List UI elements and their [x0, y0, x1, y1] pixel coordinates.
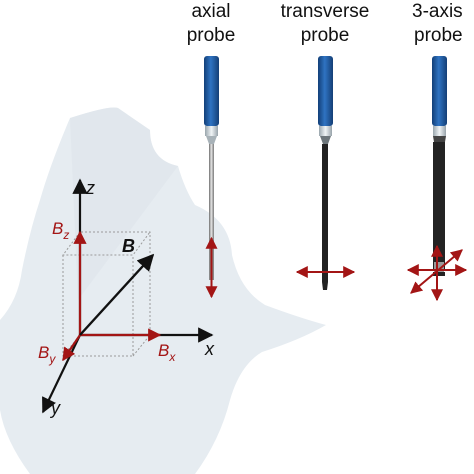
axial-probe-title-line2: probe — [187, 25, 236, 46]
transverse-probe-taper — [320, 136, 331, 144]
3-axis-probe-handle — [432, 56, 447, 126]
sheet-fold-shade — [70, 107, 178, 300]
transverse-probe-title: transverse — [281, 1, 370, 22]
transverse-probe-title-line2: probe — [301, 25, 350, 46]
y-axis-label: y — [49, 398, 61, 418]
axial-probe — [204, 56, 219, 299]
3-axis-probe-shaft — [433, 142, 445, 270]
transverse-probe — [295, 56, 356, 290]
3-axis-diagonal-arrow — [410, 249, 463, 294]
b-vector-label: B — [122, 236, 135, 256]
by-arrow — [62, 334, 81, 362]
by-label: By — [38, 343, 56, 366]
axial-probe-shaft — [209, 144, 214, 240]
3-axis-probe-title-line2: probe — [414, 25, 463, 46]
x-axis-label: x — [204, 339, 215, 359]
z-axis-label: z — [85, 178, 95, 198]
axial-probe-handle — [204, 56, 219, 126]
bx-label: Bx — [158, 341, 176, 364]
bz-label: Bz — [52, 219, 69, 242]
transverse-probe-tip — [322, 282, 328, 290]
3-axis-probe-collar — [433, 126, 446, 136]
transverse-probe-shaft — [322, 144, 328, 282]
3-axis-probe-title: 3-axis — [412, 1, 463, 22]
axial-probe-taper — [206, 136, 217, 144]
transverse-probe-handle — [318, 56, 333, 126]
b-vector — [79, 253, 155, 336]
transverse-probe-collar — [319, 126, 332, 136]
3-axis-probe — [406, 56, 468, 302]
axial-probe-title: axial — [191, 1, 230, 22]
3-axis-probe-taper — [433, 136, 446, 142]
axial-probe-collar — [205, 126, 218, 136]
